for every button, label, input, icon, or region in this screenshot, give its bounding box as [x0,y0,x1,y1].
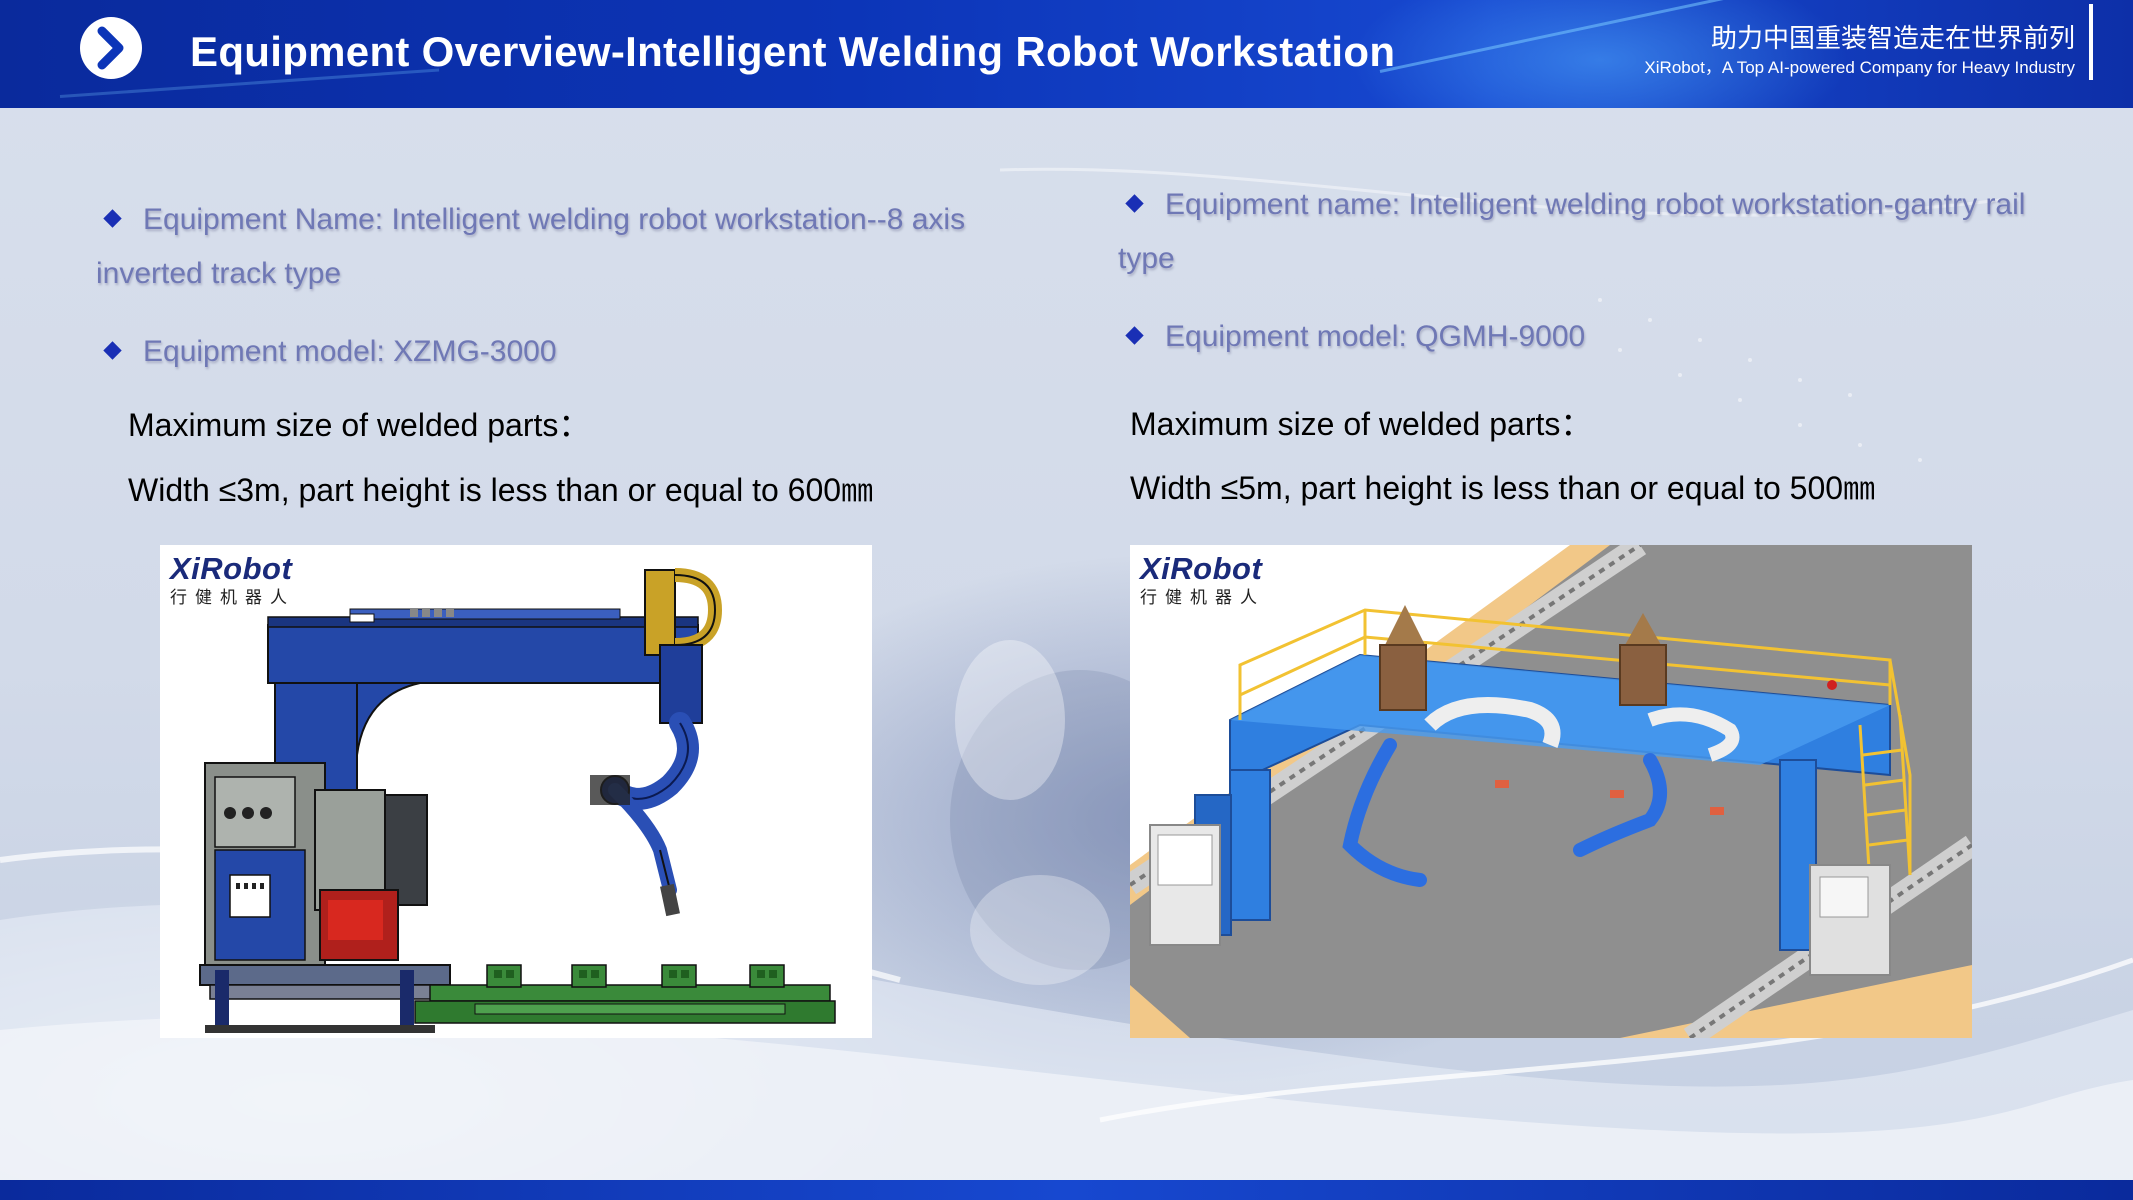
inverted-track-robot-illustration [199,568,836,1033]
left-equipment-name: Equipment Name: Intelligent welding robo… [96,193,996,301]
right-xirobot-logo: XiRobot 行健机器人 [1140,551,1265,608]
header-divider [2089,4,2093,80]
chevron-right-icon [80,17,142,79]
gantry-robot-illustration [1130,545,1972,1038]
left-equipment-model-text: Equipment model: XZMG-3000 [143,335,557,368]
footer-bar [0,1180,2133,1200]
slogan-chinese: 助力中国重装智造走在世界前列 [1710,24,2075,54]
left-xirobot-logo: XiRobot 行健机器人 [170,551,295,608]
right-max-size-label: Maximum size of welded parts： [1130,406,1593,442]
logo-name: XiRobot [1140,551,1263,586]
header-banner: Equipment Overview-Intelligent Welding R… [0,0,2133,108]
right-equipment-model-text: Equipment model: QGMH-9000 [1165,320,1586,353]
logo-chinese: 行健机器人 [170,588,295,608]
header-glow [1350,0,1850,108]
slogan-english: XiRobot，A Top AI-powered Company for Hea… [1644,58,2075,77]
left-equipment-image: XiRobot 行健机器人 [160,545,872,1038]
diamond-bullet-icon [1125,325,1144,345]
left-equipment-name-text: Equipment Name: Intelligent welding robo… [96,203,966,290]
left-max-size-label: Maximum size of welded parts： [128,407,591,443]
logo-chinese: 行健机器人 [1140,588,1265,608]
diamond-bullet-icon [1125,193,1144,213]
right-equipment-image: XiRobot 行健机器人 [1130,545,1972,1038]
right-equipment-model: Equipment model: QGMH-9000 [1118,310,2038,364]
right-dimensions: Width ≤5m, part height is less than or e… [1130,470,1876,506]
diamond-bullet-icon [103,208,122,228]
left-dimensions: Width ≤3m, part height is less than or e… [128,472,874,508]
right-equipment-name: Equipment name: Intelligent welding robo… [1118,178,2038,286]
page-title: Equipment Overview-Intelligent Welding R… [190,28,1396,75]
diamond-bullet-icon [103,340,122,360]
right-equipment-name-text: Equipment name: Intelligent welding robo… [1118,188,2026,275]
left-equipment-model: Equipment model: XZMG-3000 [96,325,996,379]
logo-name: XiRobot [170,551,293,586]
